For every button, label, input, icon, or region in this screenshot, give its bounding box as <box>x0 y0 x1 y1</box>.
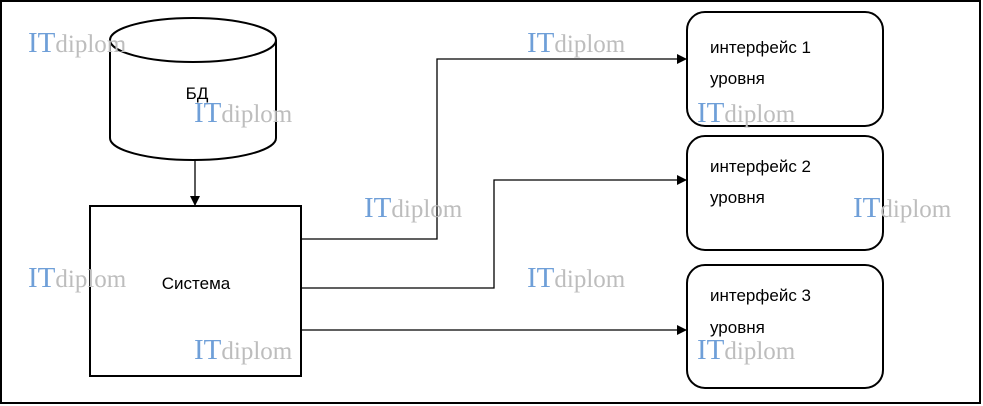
interface-box-3 <box>686 264 884 389</box>
interface-1-label-line2: уровня <box>710 69 765 88</box>
interface-3-label-line2: уровня <box>710 318 765 337</box>
interface-box-2 <box>686 135 884 251</box>
watermark: ITdiplom <box>194 334 293 366</box>
interface-2-label-line1: интерфейс 2 <box>710 157 811 176</box>
watermark: ITdiplom <box>853 192 952 224</box>
database-cylinder-top <box>109 17 277 63</box>
connector-system-to-interface-1 <box>301 54 687 240</box>
interface-3-label-line1: интерфейс 3 <box>710 286 811 305</box>
watermark: ITdiplom <box>697 334 796 366</box>
interface-box-1 <box>686 11 884 127</box>
watermark: ITdiplom <box>28 27 127 59</box>
database-cylinder-body <box>109 40 277 161</box>
connector-system-to-interface-2 <box>301 175 687 289</box>
system-label: Система <box>162 274 231 293</box>
database-label: БД <box>186 84 209 103</box>
system-node: Система <box>89 205 302 377</box>
watermark: ITdiplom <box>28 262 127 294</box>
interface-1-label-line1: интерфейс 1 <box>710 38 811 57</box>
watermark: ITdiplom <box>194 97 293 129</box>
interface-node-1: интерфейс 1 уровня <box>686 11 884 127</box>
interface-node-2: интерфейс 2 уровня <box>686 135 884 251</box>
watermark: ITdiplom <box>697 97 796 129</box>
watermark: ITdiplom <box>527 27 626 59</box>
watermark: ITdiplom <box>364 192 463 224</box>
interface-2-label-line2: уровня <box>710 188 765 207</box>
watermark-group: ITdiplom ITdiplom ITdiplom ITdiplom ITdi… <box>28 27 952 366</box>
system-box <box>89 205 302 377</box>
interface-node-3: интерфейс 3 уровня <box>686 264 884 389</box>
watermark: ITdiplom <box>527 262 626 294</box>
database-node: БД <box>109 17 277 161</box>
